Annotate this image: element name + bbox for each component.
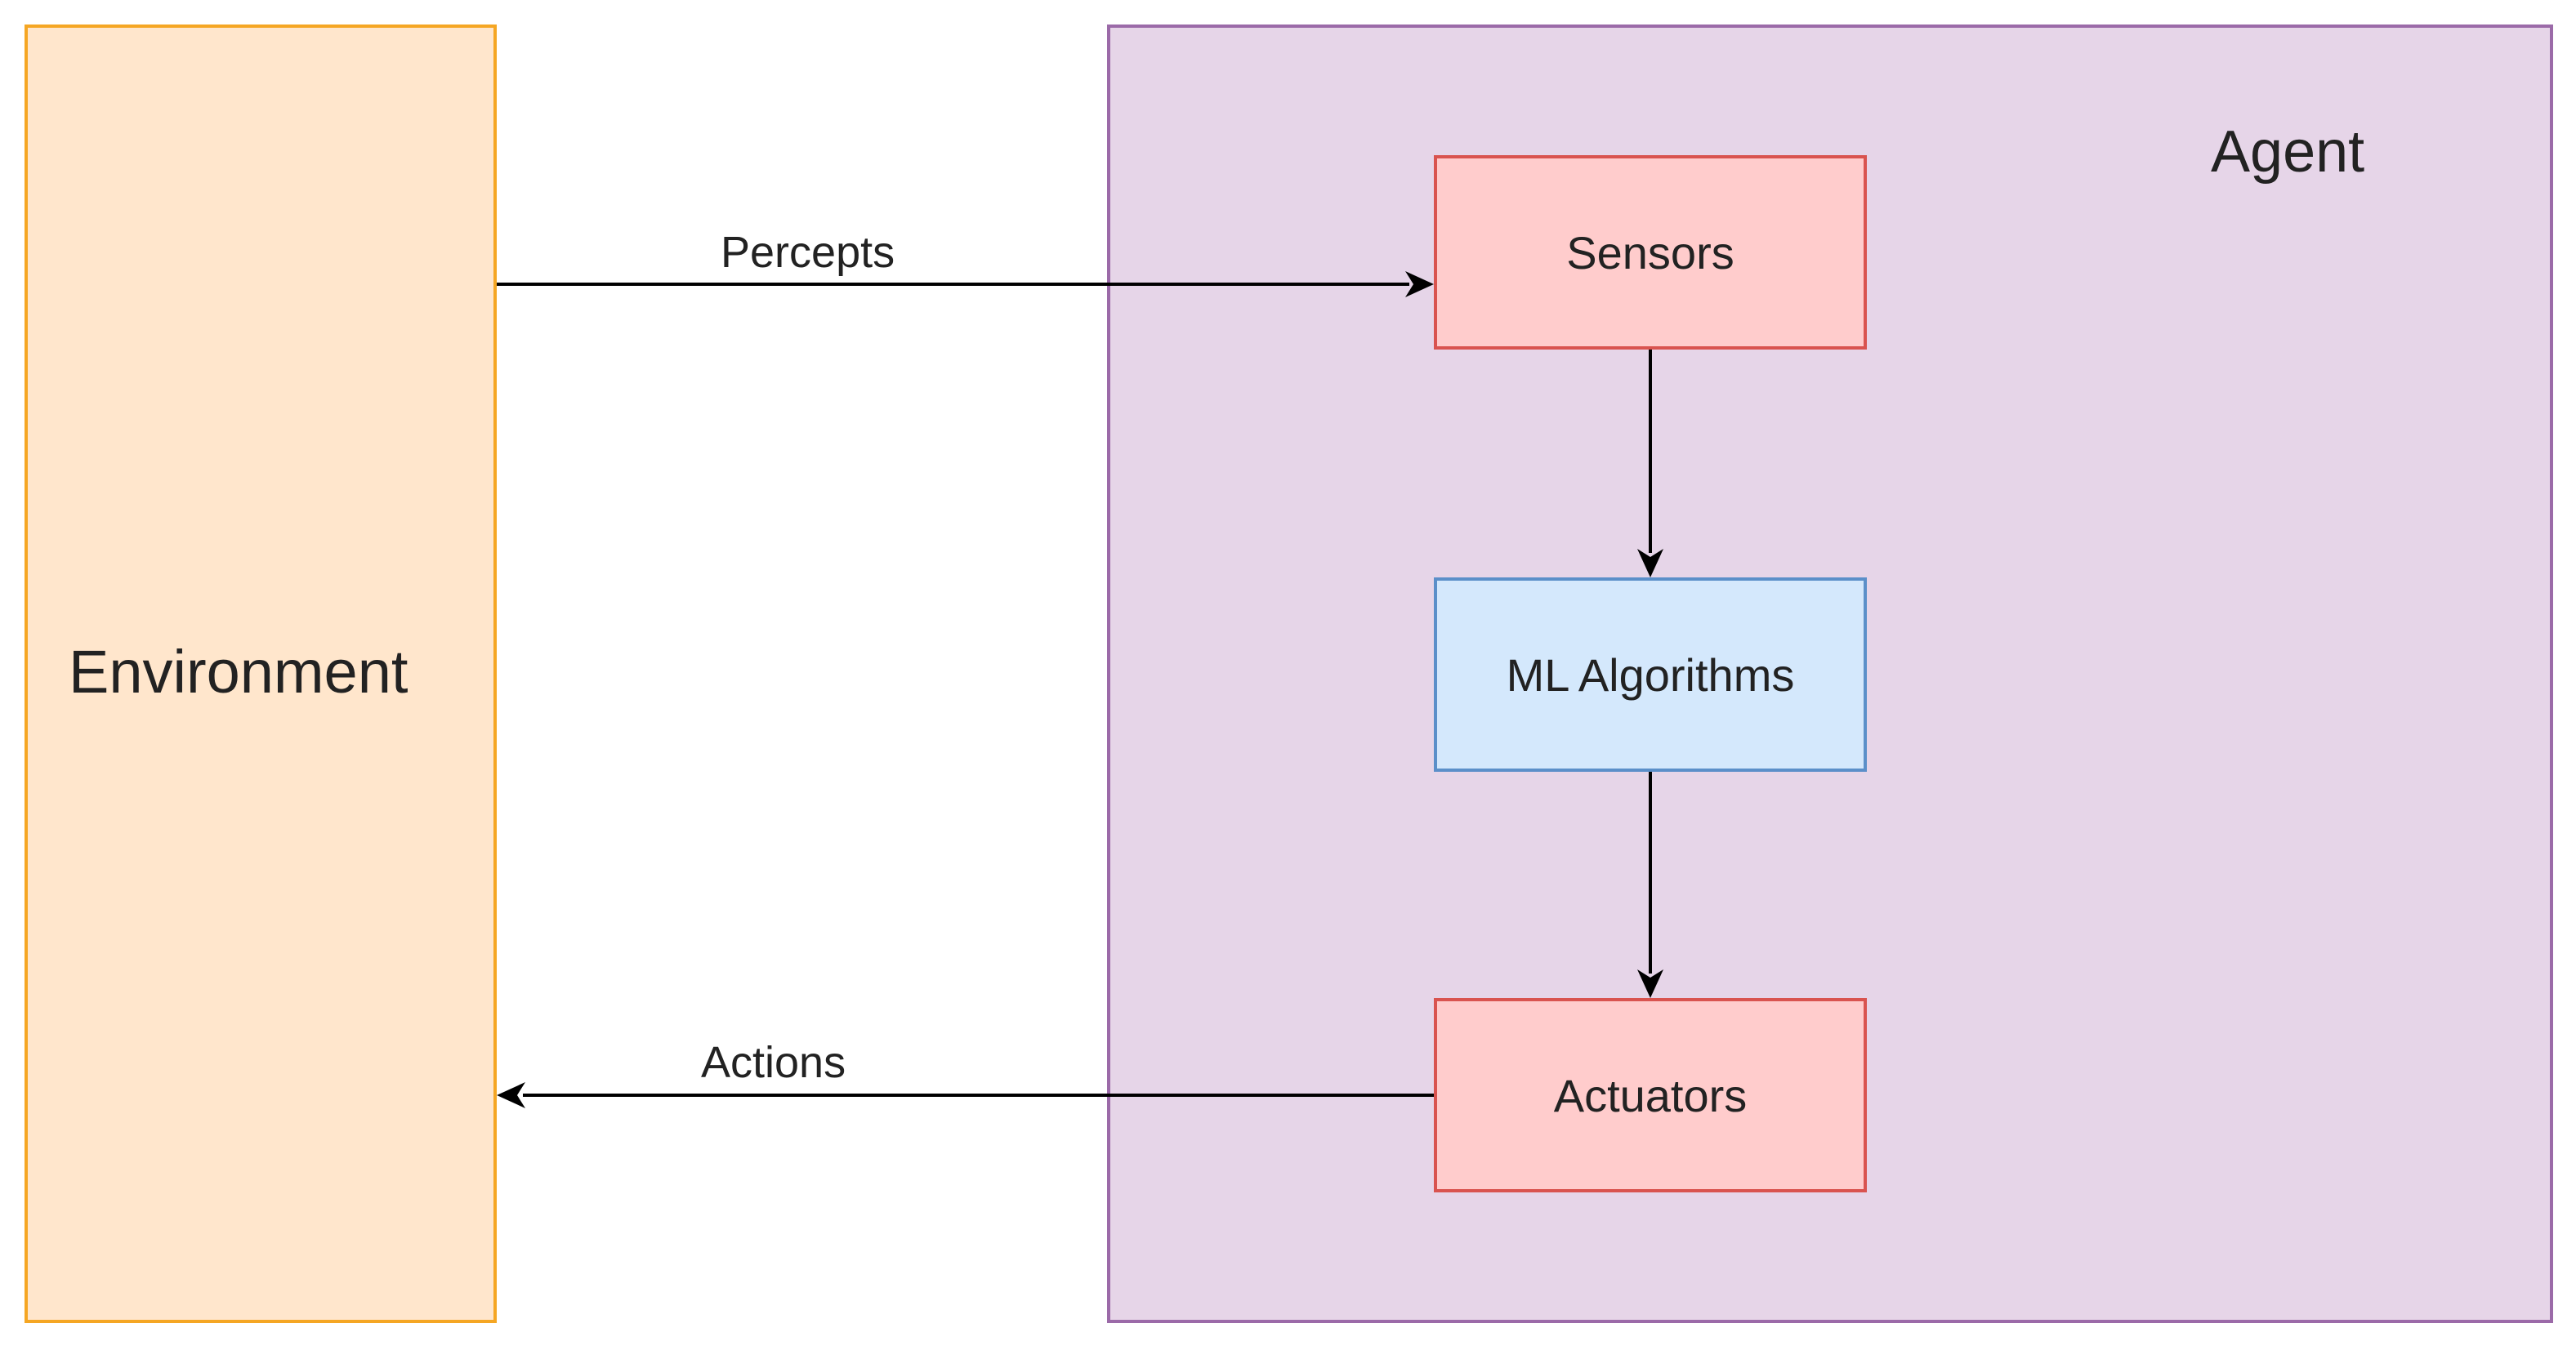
ml-algorithms-label: ML Algorithms — [1506, 648, 1795, 701]
actions-label: Actions — [701, 1038, 846, 1087]
sensors-to-ml-arrowhead-icon — [1637, 549, 1663, 577]
ml-algorithms-node: ML Algorithms — [1434, 577, 1867, 772]
environment-label: Environment — [69, 638, 408, 706]
actuators-label: Actuators — [1553, 1069, 1748, 1121]
percepts-arrowhead-icon — [1405, 271, 1434, 297]
environment-box — [25, 25, 497, 1323]
sensors-node: Sensors — [1434, 155, 1867, 350]
actuators-node: Actuators — [1434, 998, 1867, 1192]
sensors-label: Sensors — [1566, 226, 1734, 278]
agent-label: Agent — [2211, 119, 2365, 185]
actions-arrowhead-icon — [497, 1082, 525, 1108]
percepts-label: Percepts — [721, 228, 895, 277]
ml-to-actuators-arrowhead-icon — [1637, 969, 1663, 998]
